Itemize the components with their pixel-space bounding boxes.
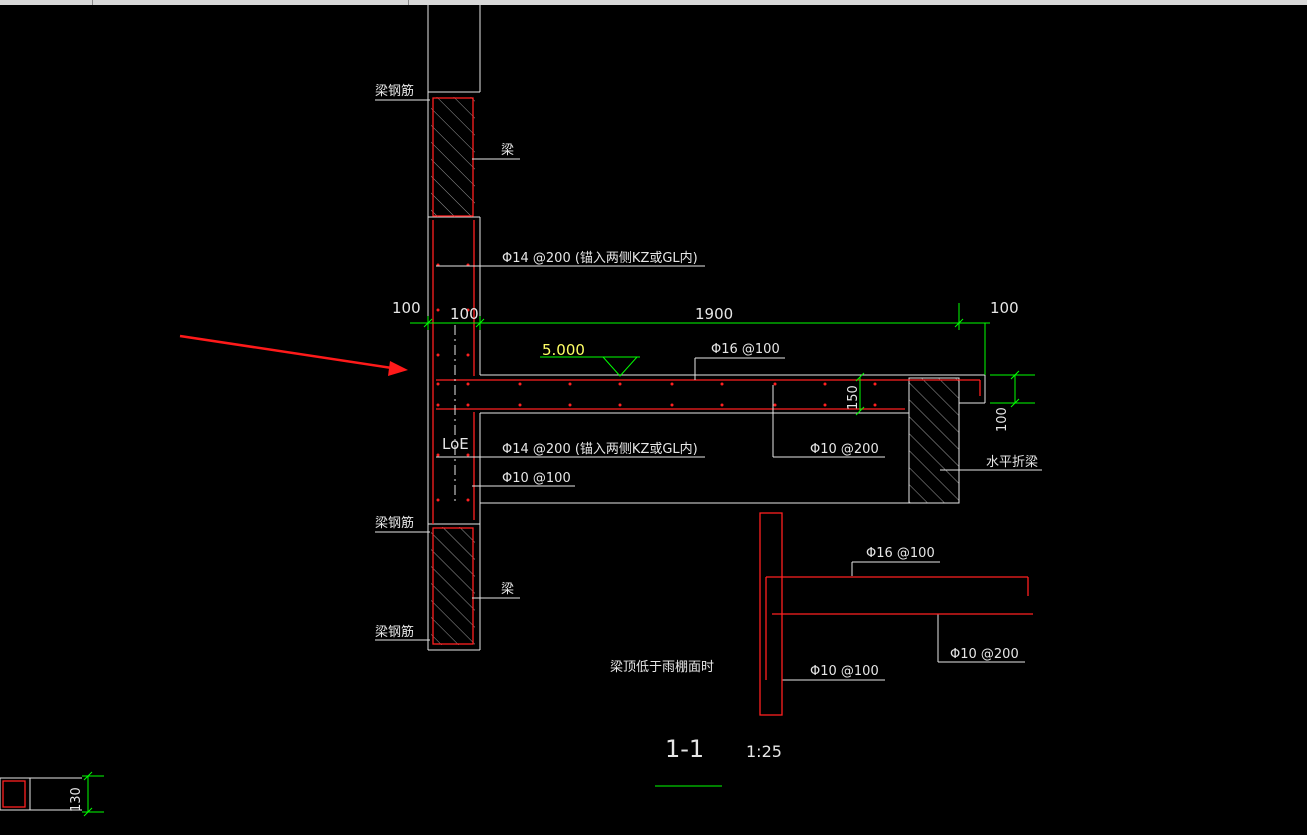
section-scale: 1:25 xyxy=(746,742,782,761)
rebar-detail xyxy=(759,512,1033,716)
elevation-marker xyxy=(540,356,640,377)
label-elevation: 5.000 xyxy=(542,341,585,359)
rebar-dots xyxy=(436,263,877,502)
rebar-lines xyxy=(432,97,981,645)
label-rebar-bottom-anchor: Φ14 @200 (锚入两侧KZ或GL内) xyxy=(502,441,698,457)
red-arrow-annotation xyxy=(179,334,408,376)
label-detail-stirrup: Φ10 @100 xyxy=(810,664,879,679)
dim-left-offset: 100 xyxy=(392,299,421,317)
label-beam-top: 梁 xyxy=(501,143,514,158)
dim-span: 1900 xyxy=(695,305,733,323)
label-main-bar: Φ16 @100 xyxy=(711,342,780,357)
leader-lines xyxy=(375,99,1042,681)
label-anchorage: LoE xyxy=(442,435,469,453)
dim-edge-drop: 100 xyxy=(995,407,1010,432)
beam-section-top-hatch xyxy=(431,97,475,217)
dim-slab-thickness: 150 xyxy=(846,385,861,410)
label-beam-rebar-mid: 梁钢筋 xyxy=(375,515,414,531)
label-detail-dist-bar: Φ10 @200 xyxy=(950,647,1019,662)
label-detail-main-bar: Φ16 @100 xyxy=(866,546,935,561)
dim-small-detail: 130 xyxy=(69,787,84,812)
label-rebar-top-anchor: Φ14 @200 (锚入两侧KZ或GL内) xyxy=(502,250,698,266)
label-note: 梁顶低于雨棚面时 xyxy=(610,660,714,675)
dim-right-offset: 100 xyxy=(990,299,1019,317)
label-beam-bottom: 梁 xyxy=(501,582,514,597)
app-toolbar-strip xyxy=(0,0,1307,5)
label-beam-rebar-bottom: 梁钢筋 xyxy=(375,624,414,640)
label-stirrup: Φ10 @100 xyxy=(502,471,571,486)
label-dist-bar: Φ10 @200 xyxy=(810,442,879,457)
dim-wall-inner: 100 xyxy=(450,305,479,323)
toolbar-separator xyxy=(408,0,409,5)
label-edge-beam: 水平折梁 xyxy=(986,455,1038,470)
toolbar-separator xyxy=(92,0,93,5)
slab-outline xyxy=(480,374,986,504)
small-detail xyxy=(0,777,82,811)
dimension-lines xyxy=(82,303,1035,817)
edge-beam-hatch xyxy=(908,377,960,504)
section-title: 1-1 xyxy=(665,735,704,763)
label-beam-rebar-top: 梁钢筋 xyxy=(375,83,414,99)
beam-section-bottom-hatch xyxy=(431,527,475,645)
